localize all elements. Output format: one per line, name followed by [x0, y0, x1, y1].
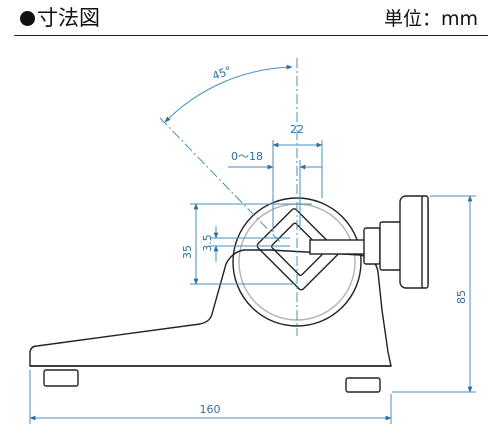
label-range: 0～18 [231, 150, 263, 163]
bullet-icon [20, 11, 35, 26]
spindle-collar [363, 227, 381, 265]
label-85: 85 [455, 290, 468, 304]
thimble-knob-face [421, 195, 429, 289]
left-foot [43, 369, 79, 387]
label-angle: 45° [211, 64, 234, 83]
dimension-labels: 45° 22 0～18 35 3.5 85 160 [181, 64, 468, 416]
label-3-5: 3.5 [201, 234, 214, 252]
angle-arc [164, 64, 293, 123]
base-plate [29, 249, 392, 367]
ratchet-sleeve [379, 221, 403, 271]
drawing-title: 寸法図 [20, 4, 100, 32]
part-outline [29, 195, 429, 393]
label-160: 160 [200, 403, 221, 416]
header: 寸法図 単位：mm [0, 0, 500, 44]
dimension-lines [29, 58, 476, 424]
angle-line [159, 117, 283, 245]
header-rule [14, 35, 488, 36]
right-foot [345, 377, 381, 393]
label-35: 35 [181, 245, 194, 259]
anvil-block [256, 208, 339, 291]
label-22: 22 [290, 123, 304, 136]
drawing-title-text: 寸法図 [37, 6, 100, 30]
unit-label: 単位：mm [383, 8, 478, 30]
